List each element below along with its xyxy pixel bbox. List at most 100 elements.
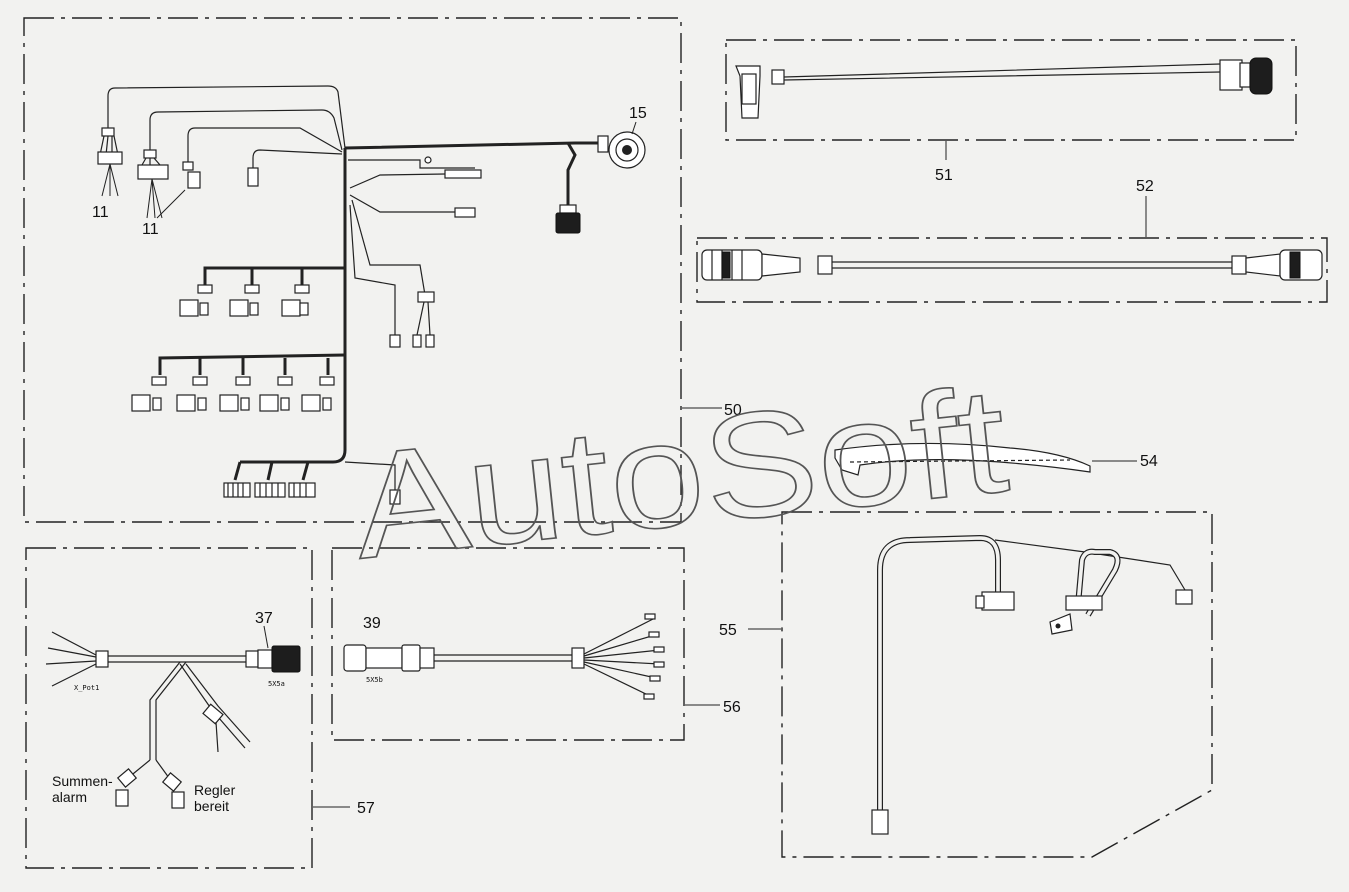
harness-55-ring-lug [1049,613,1073,635]
callout-51: 51 [935,167,953,184]
label-plug-5x5a: 5X5a [268,680,285,688]
row-5-drops [198,358,330,375]
cable-51-left-plug-inner [741,73,757,105]
callout-54: 54 [1140,453,1158,470]
harness-57-right-sleeve [245,650,259,668]
cable-56-wire [434,654,572,662]
callout-39: 39 [363,615,381,632]
cable-56-plug-head [343,644,367,672]
harness-50-loop-4 [252,149,343,168]
bracket-54-strip [834,442,1091,476]
cable-51-wire [783,63,1221,81]
pigtail-11b-sleeve [143,149,157,159]
leader-37 [263,625,269,649]
harness-50 [97,85,722,505]
cable-52-left-band [721,251,731,279]
harness-55-cable-core [878,536,1000,810]
pigtail-right-3 [349,194,455,213]
callout-55: 55 [719,622,737,639]
caption-regler-line2: bereit [194,798,229,814]
harness-50-branch-plug [566,142,577,205]
pigtail-11b-connector [137,164,169,180]
cable-56-plug-body [365,647,403,669]
plug-sleeve [559,204,577,214]
pigtail-11c-sleeve [182,161,194,171]
leader-11a [101,163,119,197]
row-3-drops [250,268,304,285]
cable-52 [701,196,1323,281]
row-bottom-drops [233,461,310,481]
callout-57: 57 [357,800,375,817]
row-bottom-connectors [223,482,316,498]
pigtail-right-1 [348,159,475,169]
leader-15 [631,121,637,135]
harness-57 [45,625,350,809]
harness-55-connector-1-latch [975,595,985,609]
branch-lower-right-1 [351,199,426,296]
caption-summen-line1: Summen- [52,773,113,789]
harness-57-regler-connector [171,791,185,809]
pigtail-11b-wires [141,157,161,166]
pigtail-right-connector-2 [454,207,476,218]
harness-50-trunk [240,148,347,464]
pigtail-11a-connector [97,151,123,165]
cable-52-right-band [1289,251,1301,279]
watermark-text: AutoSoft [345,355,1014,591]
cable-52-right-connector [1279,249,1323,281]
cable-56-plug-nut [401,644,421,672]
harness-55-wire [994,539,1186,591]
frame-group [23,17,1328,869]
branch-lower-right-2 [349,204,396,335]
harness-50-loop-3 [187,127,343,162]
cable-52-left-boot [761,253,801,277]
harness-55-ring-hole [1055,623,1061,629]
cable-56-terminals [643,613,665,700]
label-plug-5x5b: 5X5b [366,676,383,684]
harness-57-plug-head [271,645,301,673]
callout-11-b: 11 [142,221,159,238]
cable-51-left-sleeve [771,69,785,85]
harness-57-summen-connector [115,789,129,807]
harness-57-regler-sleeve [161,772,183,792]
harness-50-loop-2 [149,109,343,151]
cable-52-right-boot [1245,253,1281,277]
harness-57-left-sleeve [95,650,109,668]
branch-lower-right-wires [416,301,431,336]
row-3-bus [203,266,345,285]
cable-51-right-body [1219,59,1243,91]
row-bottom-pigtail [344,461,396,490]
branch-lower-right-sleeve [417,291,435,303]
connector-15-pins [622,145,632,155]
cable-56-sleeve [571,647,585,669]
callout-37: 37 [255,610,273,627]
harness-57-main-wire [98,655,250,663]
row-bottom-pigtail-connector [389,489,401,505]
harness-55 [748,534,1193,835]
harness-57-branch-down [149,661,187,760]
label-x-pot: X_Pot1 [74,684,99,692]
branch-lower-right-connector-2 [412,334,422,348]
caption-regler-line1: Regler [194,782,236,798]
callout-56: 56 [723,699,741,716]
harness-55-connector-3 [1175,589,1193,605]
cable-51-right-nut [1239,62,1251,88]
branch-lower-right-connector-3 [425,334,435,348]
harness-55-connector-2 [1065,595,1103,611]
harness-57-branch-right [179,663,251,749]
row-5-connectors [131,376,335,412]
pigtail-right-ring [424,156,432,164]
callout-52: 52 [1136,178,1154,195]
callout-11-a: 11 [92,204,109,221]
pigtail-11c-connector [187,171,201,189]
leader-11b [146,178,186,219]
harness-57-plug-body [257,649,273,669]
harness-57-branch-stub [215,721,219,753]
branch-lower-right-connector-1 [389,334,401,348]
bracket-54 [834,442,1137,476]
cable-56-plug-boot [419,647,435,669]
frame-cable-52 [696,237,1328,303]
connector-15-nut [597,135,609,153]
frame-harness-57 [25,547,313,869]
cable-51-right-cap [1249,57,1273,95]
